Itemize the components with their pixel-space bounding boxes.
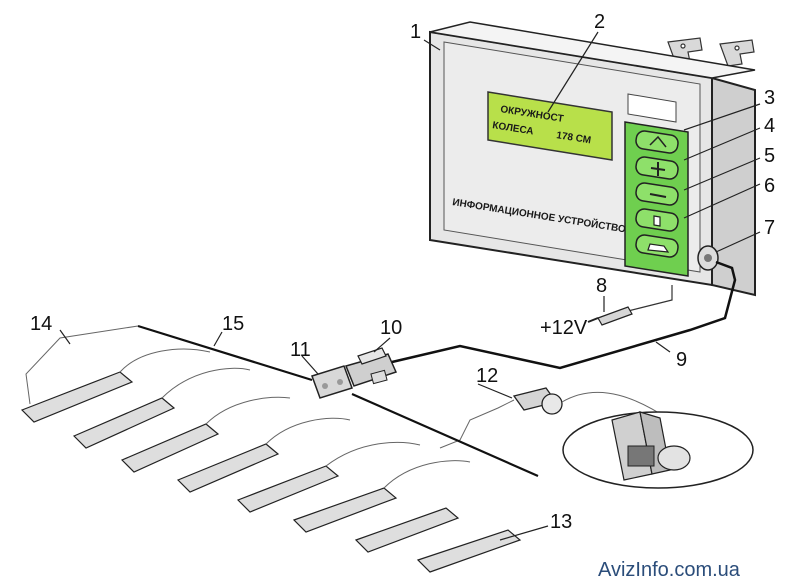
- callout-7: 7: [764, 217, 775, 239]
- keypad-buttons: [635, 130, 679, 258]
- wire-14: [25, 325, 139, 405]
- callout-15: 15: [222, 313, 244, 335]
- minus-icon: [649, 193, 667, 198]
- info-icon: [653, 215, 661, 227]
- callout-8: 8: [596, 275, 607, 297]
- info-button[interactable]: [635, 208, 679, 232]
- plus-icon: [650, 162, 666, 176]
- callout-3: 3: [764, 87, 775, 109]
- plus-button[interactable]: [635, 156, 679, 180]
- callout-1: 1: [410, 21, 421, 43]
- callout-14: 14: [30, 313, 52, 335]
- callout-11: 11: [290, 339, 311, 361]
- power-label: +12V: [540, 317, 588, 339]
- sensor-clips: [20, 371, 522, 573]
- bus-line-15: [137, 324, 539, 478]
- callout-leaders: [59, 31, 761, 541]
- watermark: AvizInfo.com.ua: [598, 559, 741, 581]
- connector-10: [344, 347, 398, 387]
- connector-socket: [697, 245, 719, 271]
- lcd-line-2-right: 178 СМ: [556, 130, 592, 146]
- clip-wires: [119, 348, 471, 489]
- cable-9: [391, 260, 737, 370]
- sensor-detail: [562, 411, 754, 489]
- callout-6: 6: [764, 175, 775, 197]
- up-button[interactable]: [635, 130, 679, 154]
- callout-4: 4: [764, 115, 775, 137]
- callout-2: 2: [594, 11, 605, 33]
- callout-12: 12: [476, 365, 498, 387]
- power-lead: [587, 285, 673, 326]
- sensor-12: [439, 387, 671, 449]
- lcd-screen: [487, 91, 613, 161]
- callout-5: 5: [764, 145, 775, 167]
- car-button[interactable]: [635, 234, 679, 258]
- callout-9: 9: [676, 349, 687, 371]
- car-icon: [647, 243, 670, 253]
- minus-button[interactable]: [635, 182, 679, 206]
- up-arrow-icon: [649, 135, 667, 148]
- connector-11: [311, 365, 353, 399]
- callout-13: 13: [550, 511, 572, 533]
- callout-10: 10: [380, 317, 402, 339]
